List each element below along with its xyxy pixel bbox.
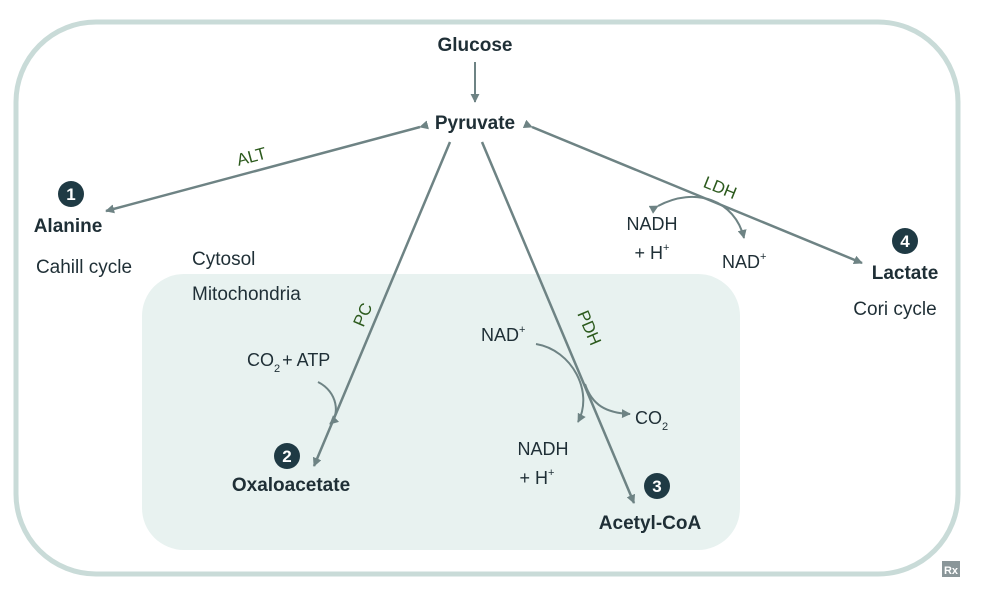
step-2-number: 2 [282,447,291,466]
pdh-co2-label: CO2 [635,408,668,433]
arrow-pyruvate-to-acetyl-coa [480,141,636,504]
pyruvate-label: Pyruvate [435,113,515,134]
pdh-nad-label: NAD+ [481,324,525,345]
pc-co2-subscript: 2 [274,363,280,375]
pdh-h-label: + H+ [520,467,555,488]
arrow-ldh-nadh-to-nad [648,195,747,239]
glucose-label: Glucose [438,35,513,56]
mitochondria-label: Mitochondria [192,284,301,305]
pdh-co2-subscript: 2 [662,421,668,433]
arrow-pyruvate-to-alanine [105,120,429,214]
rx-watermark-box [942,561,960,577]
ldh-h-label: + H+ [635,242,670,263]
cytosol-label: Cytosol [192,249,255,270]
arrow-pdh-nad-to-nadh [535,343,586,423]
cahill-cycle-label: Cahill cycle [36,257,132,278]
rx-watermark: Rx [944,565,959,577]
step-4-number: 4 [900,232,910,251]
ldh-h-superscript: + [663,242,669,254]
pc-co2-atp-label: CO2+ ATP [247,350,330,375]
alanine-label: Alanine [34,216,103,237]
ldh-nad-superscript: + [760,251,766,263]
step-3-number: 3 [652,477,661,496]
step-3-badge: 3 [644,473,670,499]
pdh-h-superscript: + [548,467,554,479]
pdh-nadh-label: NADH [517,439,568,459]
step-2-badge: 2 [274,443,300,469]
pdh-nad-superscript: + [519,324,525,336]
arrow-pc-co2-atp [317,381,340,425]
acetyl-coa-label: Acetyl-CoA [599,513,702,534]
step-1-number: 1 [66,185,75,204]
ldh-nadh-label: NADH [626,214,677,234]
cori-cycle-label: Cori cycle [853,299,936,320]
arrow-pdh-to-co2 [584,383,631,419]
arrow-pyruvate-to-lactate [522,119,863,265]
lactate-label: Lactate [872,263,939,284]
alt-enzyme-label: ALT [235,144,269,170]
mitochondria-compartment [142,274,740,550]
oxaloacetate-label: Oxaloacetate [232,475,350,496]
ldh-nad-label: NAD+ [722,251,766,272]
step-1-badge: 1 [58,181,84,207]
cell-boundary [13,19,961,577]
step-4-badge: 4 [892,228,918,254]
